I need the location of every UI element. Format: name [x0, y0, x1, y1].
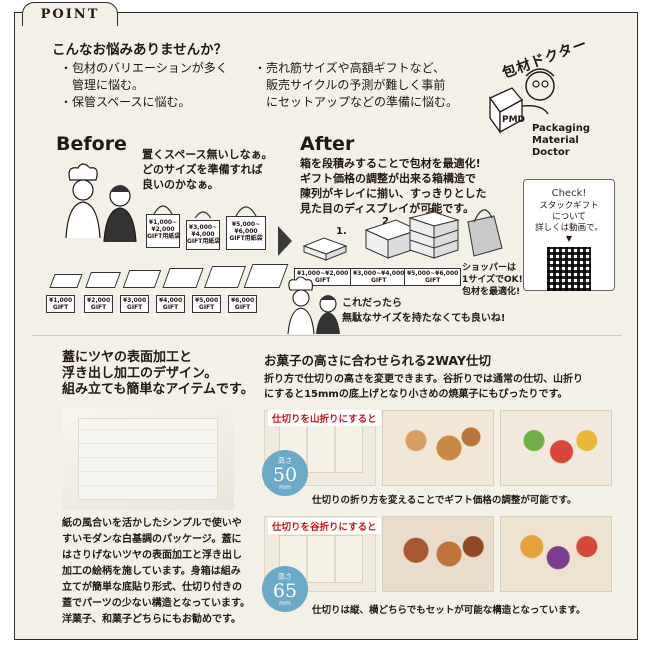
check-card-text: スタックギフト について 詳しくは動画で。 — [535, 201, 603, 233]
before-after-arrow-icon — [278, 226, 292, 256]
chef-and-staff-illustration-icon — [65, 163, 137, 243]
section-divider — [32, 335, 622, 336]
before-box-3 — [122, 270, 162, 288]
bag-handles-icon — [153, 205, 257, 218]
before-bag-1: ¥1,000~ ¥2,000 GIFT用紙袋 — [146, 214, 180, 248]
before-box-tag-3: ¥3,000 GIFT — [120, 295, 150, 313]
doctor-illustration-icon: PMD — [489, 68, 555, 135]
height-label-2: 高さ — [278, 573, 292, 581]
logo-line-3: Doctor — [532, 147, 570, 158]
after-heading: After — [300, 133, 355, 155]
feature-left-title: 蓋にツヤの表面加工と 浮き出し加工のデザイン。 組み立ても簡単なアイテムです。 — [62, 350, 254, 397]
tray-baked-sweets-1 — [382, 410, 494, 486]
chef-and-staff-happy-illustration-icon — [287, 276, 340, 334]
yamaori-caption: 仕切りの折り方を変えることでギフト価格の調整が可能です。 — [312, 495, 577, 506]
after-step-1: 1. — [336, 226, 347, 237]
feature-left-description: 紙の風合いを活かしたシンプルで使いや すいモダンな白基調のパッケージ。蓋に はさ… — [62, 518, 250, 625]
after-korede-text: これだったら 無駄なサイズを持たなくても良いね! — [342, 298, 506, 324]
before-box-2 — [85, 272, 121, 288]
before-box-6 — [243, 264, 289, 288]
tray-wrapped-sweets-1 — [500, 410, 612, 486]
shopper-note: ショッパーは 1サイズでOK! 包材を最適化! — [462, 263, 523, 297]
down-arrow-icon: ▼ — [565, 234, 573, 243]
height-value-2: 65 — [272, 580, 298, 602]
height-unit-1: mm — [279, 484, 291, 491]
package-lid-photo — [62, 408, 234, 510]
after-step-2: 2. — [382, 216, 393, 227]
check-video-card[interactable]: Check! スタックギフト について 詳しくは動画で。 ▼ — [523, 179, 615, 291]
check-card-title: Check! — [551, 188, 587, 199]
qr-code-icon[interactable] — [547, 247, 591, 291]
before-boxes-row — [49, 264, 289, 290]
point-tab: POINT — [22, 2, 118, 26]
stacked-boxes-illustration — [302, 209, 503, 261]
before-bag-3: ¥5,000~ ¥6,000 GIFT用紙袋 — [226, 216, 266, 250]
before-box-tag-6: ¥6,000 GIFT — [228, 295, 258, 313]
logo-name: Packaging Material Doctor — [532, 123, 590, 159]
before-box-tag-4: ¥4,000 GIFT — [156, 295, 186, 313]
photo-row-yamaori — [264, 410, 614, 486]
worries-title: こんなお悩みありませんか？ — [52, 42, 228, 58]
tray-baked-sweets-2 — [382, 516, 494, 592]
before-speech-bubble: 置くスペース無いしなぁ。 どのサイズを準備すれば 良いのかなぁ。 — [142, 148, 273, 191]
worry-item-3: ・売れ筋サイズや高額ギフトなど、 販売サイクルの予測が難しく事前 にセットアップ… — [254, 61, 459, 109]
pmd-label: PMD — [502, 115, 525, 125]
point-tab-label: POINT — [40, 7, 100, 22]
height-badge-65: 高さ 65 mm — [262, 566, 308, 612]
logo-line-1: Packaging — [532, 123, 590, 134]
before-box-5 — [203, 266, 247, 288]
before-bag-label-2: ¥3,000~ ¥4,000 GIFT用紙袋 — [187, 224, 221, 245]
worry-item-1: ・包材のバリエーションが多く 管理に悩む。 — [60, 61, 228, 92]
after-description: 箱を段積みすることで包材を最適化! ギフト価格の調整が出来る箱構造で 陳列がキレ… — [300, 157, 487, 215]
taniori-caption: 仕切りは縦、横どちらでもセットが可能な構造となっています。 — [312, 605, 586, 616]
before-box-4 — [162, 268, 204, 288]
lid-emboss-pattern — [78, 418, 218, 500]
tray-wrapped-sweets-2 — [500, 516, 612, 592]
height-value-1: 50 — [272, 464, 298, 486]
worry-item-2: ・保管スペースに悩む。 — [60, 95, 191, 109]
before-box-tag-2: ¥2,000 GIFT — [84, 295, 114, 313]
before-box-tag-1: ¥1,000 GIFT — [46, 295, 76, 313]
before-heading: Before — [56, 133, 127, 155]
before-bag-label-3: ¥5,000~ ¥6,000 GIFT用紙袋 — [229, 221, 263, 242]
before-box-tag-5: ¥5,000 GIFT — [192, 295, 222, 313]
feature-right-title: お菓子の高さに合わせられる2WAY仕切 — [264, 353, 491, 368]
height-label-1: 高さ — [278, 457, 292, 465]
before-bag-2: ¥3,000~ ¥4,000 GIFT用紙袋 — [186, 220, 220, 250]
after-box-tag-2: ¥3,000~¥4,000 GIFT — [350, 268, 408, 286]
before-box-1 — [49, 274, 83, 288]
logo-line-2: Material — [532, 135, 579, 146]
after-box-tag-3: ¥5,000~¥6,000 GIFT — [404, 268, 462, 286]
height-badge-50: 高さ 50 mm — [262, 450, 308, 496]
yamaori-tag: 仕切りを山折りにすると — [268, 410, 381, 426]
before-bag-label-1: ¥1,000~ ¥2,000 GIFT用紙袋 — [147, 219, 181, 240]
height-unit-2: mm — [279, 600, 291, 607]
feature-right-description: 折り方で仕切りの高さを変更できます。谷折りでは通常の仕切、山折り にすると15m… — [264, 374, 583, 400]
taniori-tag: 仕切りを谷折りにすると — [268, 518, 381, 534]
